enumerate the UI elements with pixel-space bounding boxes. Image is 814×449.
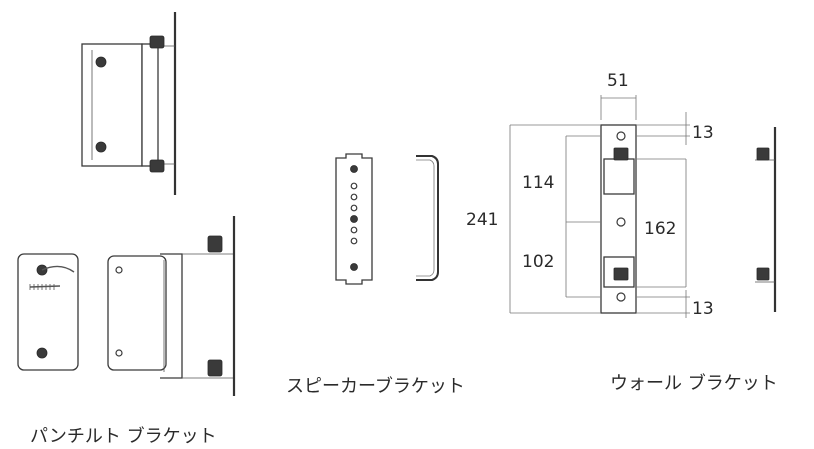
dim-total-height-label: 241 bbox=[466, 210, 498, 230]
speaker-bracket-side bbox=[416, 155, 439, 281]
dimension-lines bbox=[509, 95, 690, 318]
caption-speaker-bracket: スピーカーブラケット bbox=[286, 375, 465, 397]
pan-tilt-bracket-assembled bbox=[81, 12, 177, 195]
wall-bracket-side bbox=[755, 127, 777, 312]
pan-tilt-bracket-front-plate bbox=[17, 253, 79, 371]
wall-bracket-front bbox=[600, 124, 637, 314]
dim-width-label: 51 bbox=[607, 71, 629, 91]
dim-slot-span-label: 162 bbox=[644, 219, 676, 239]
dim-lower-section-label: 102 bbox=[522, 252, 554, 272]
dim-bottom-margin-label: 13 bbox=[692, 299, 714, 319]
caption-pan-tilt-bracket: パンチルト ブラケット bbox=[30, 425, 217, 447]
dim-upper-section-label: 114 bbox=[522, 173, 554, 193]
caption-wall-bracket: ウォール ブラケット bbox=[610, 372, 778, 394]
speaker-bracket-front bbox=[335, 153, 373, 285]
dim-top-margin-label: 13 bbox=[692, 123, 714, 143]
pan-tilt-bracket-side-view bbox=[107, 216, 236, 396]
